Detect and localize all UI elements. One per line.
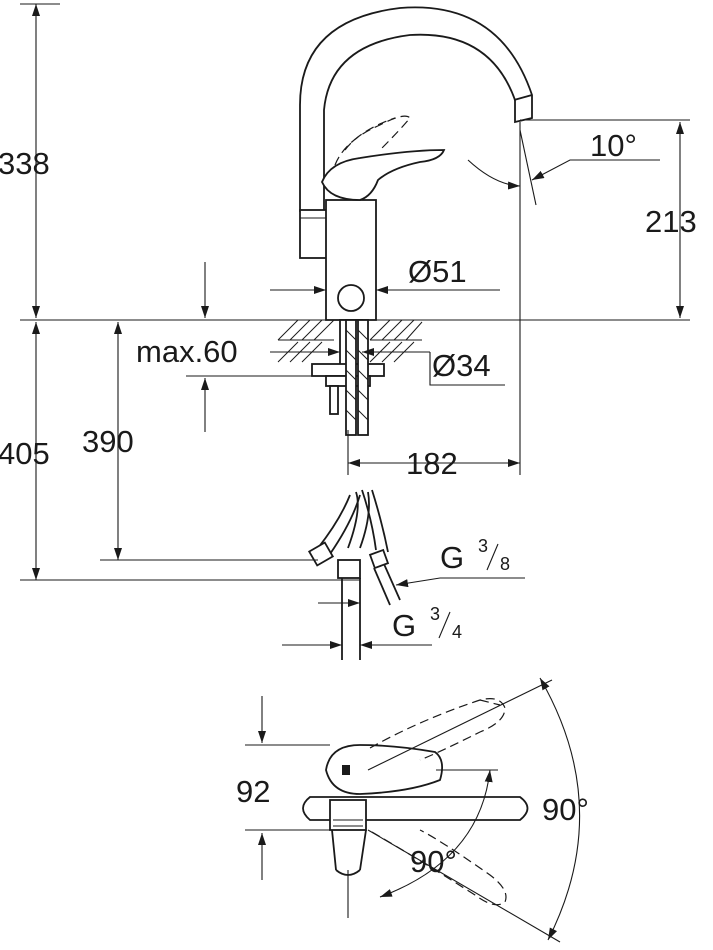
inlet-thread-den: 4 [452,622,462,642]
lever-indicator [342,765,350,775]
dimension-labels: 338 213 10° Ø51 max.60 Ø34 405 390 182 G… [0,128,697,879]
dim-lever-height: 92 [236,774,270,809]
spout-angle-line [519,129,537,206]
dim-max-deck: max.60 [136,334,238,369]
lever [321,149,446,201]
dim-hose-thread: G 3 8 [440,536,510,575]
spout-angle-arc [467,159,521,190]
spout-angle-leader [531,159,660,181]
threaded-rod [329,385,339,415]
hoses-upper [345,319,369,436]
lever-raised [334,115,411,166]
lever-plan-view [245,677,581,943]
dim-spout-height: 213 [645,204,697,239]
inlet-thread-num: 3 [430,604,440,624]
faucet-body [325,199,377,321]
base-block [329,799,367,831]
dim-lever-angle-swivel: 90° [410,844,457,879]
hose-thread-num: 3 [478,536,488,556]
dim-spout-angle: 10° [590,128,637,163]
inlet-thread-g: G [392,608,416,643]
dim-hose-length: 390 [82,424,134,459]
dimension-lines [20,3,690,649]
dim-body-diameter: Ø51 [408,254,467,289]
deck-section-hatching [277,319,423,363]
body-screw [337,284,365,312]
dim-spout-reach: 182 [406,446,458,481]
dim-inlet-thread: G 3 4 [392,604,462,643]
hose-thread-g: G [440,540,464,575]
faucet-elevation [20,6,690,660]
dim-below-deck: 405 [0,436,50,471]
dim-hole-diameter: Ø34 [432,348,491,383]
hoses-lower [307,489,401,660]
hose-thread-den: 8 [500,554,510,574]
dim-lever-angle-side: 90° [542,792,589,827]
dim-total-height: 338 [0,146,50,181]
spout-tip [513,94,533,101]
lever-raised-inner [344,117,396,151]
